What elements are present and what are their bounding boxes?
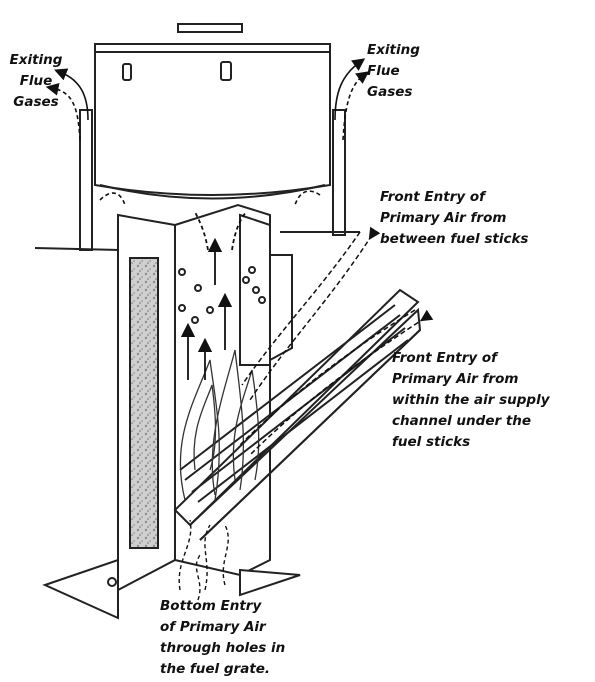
label-front-entry-between-sticks: Front Entry of Primary Air from between …: [380, 187, 528, 250]
label-line: Exiting: [9, 52, 63, 68]
label-line: through holes in: [160, 640, 286, 656]
label-line: Primary Air from: [380, 210, 507, 226]
front-entry-air-paths: [239, 226, 434, 456]
cooking-pot: [94, 23, 331, 200]
label-line: Flue: [19, 73, 53, 89]
label-line: fuel sticks: [392, 434, 471, 450]
label-bottom-entry-primary-air: Bottom Entry of Primary Air through hole…: [160, 596, 285, 680]
label-line: between fuel sticks: [380, 231, 529, 247]
primary-air-arrows: [180, 211, 247, 380]
flue-gas-arrows: [45, 58, 370, 206]
label-line: Gases: [367, 84, 413, 100]
label-line: Front Entry of: [392, 350, 498, 366]
label-exiting-flue-gases-left: Exiting Flue Gases: [6, 50, 66, 113]
label-line: Gases: [13, 94, 59, 110]
label-line: channel under the: [392, 413, 532, 429]
stove-body: [117, 203, 293, 592]
label-line: the fuel grate.: [160, 661, 271, 677]
label-line: Bottom Entry: [160, 598, 262, 614]
stove-base: [42, 558, 301, 620]
label-line: Exiting: [367, 42, 420, 58]
label-front-entry-air-channel: Front Entry of Primary Air from within t…: [392, 348, 550, 453]
label-line: Front Entry of: [380, 189, 486, 205]
label-exiting-flue-gases-right: Exiting Flue Gases: [367, 40, 420, 103]
flames: [179, 349, 260, 501]
label-line: within the air supply: [392, 392, 550, 408]
bottom-entry-air-paths: [178, 519, 229, 601]
label-line: Flue: [367, 63, 400, 79]
label-line: of Primary Air: [160, 619, 266, 635]
label-line: Primary Air from: [392, 371, 519, 387]
